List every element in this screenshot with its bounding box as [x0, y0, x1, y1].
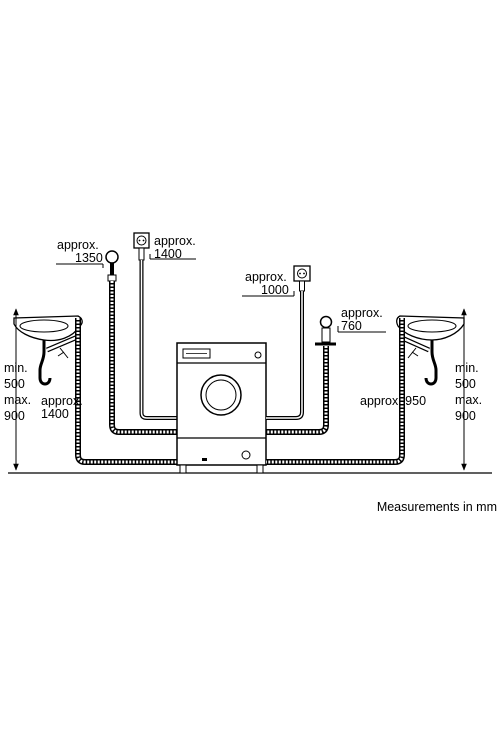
- tap-label-2: 1400: [154, 247, 182, 261]
- drain-left-label-1: approx.: [57, 238, 99, 252]
- sink-left-height-dimension: min. 500 max. 900: [4, 308, 31, 471]
- sink-left-icon: [13, 315, 83, 386]
- sink-left-min-label: min.: [4, 361, 28, 375]
- left-drain-leader: [56, 263, 104, 268]
- sink-right-min-value: 500: [455, 377, 476, 391]
- left-hose-label-1: approx.: [41, 394, 83, 408]
- water-tap-icon: [133, 232, 150, 261]
- tap-leader: [149, 254, 196, 260]
- right-drain-siphon-icon: [315, 315, 336, 346]
- power-cable: [266, 291, 304, 420]
- sink-left-max-value: 900: [4, 409, 25, 423]
- sink-right-min-label: min.: [455, 361, 479, 375]
- inlet-hose: [139, 260, 180, 420]
- drain-left-label-2: 1350: [75, 251, 103, 265]
- sink-right-max-value: 900: [455, 409, 476, 423]
- sink-right-height-dimension: min. 500 max. 900: [455, 308, 482, 471]
- washing-machine-icon: [176, 342, 267, 474]
- right-drain-leader: [337, 326, 386, 333]
- measurements-note: Measurements in mm: [377, 500, 497, 514]
- sink-left-max-label: max.: [4, 393, 31, 407]
- left-hose-label-2: 1400: [41, 407, 69, 421]
- right-drain-hose: [266, 346, 329, 435]
- sink-left-min-value: 500: [4, 377, 25, 391]
- socket-label-1: approx.: [245, 270, 287, 284]
- left-outer-drain-hose: [75, 318, 180, 465]
- socket-label-2: 1000: [261, 283, 289, 297]
- right-outer-drain-hose: [266, 318, 405, 465]
- right-hose-label: approx. 950: [360, 394, 426, 408]
- drain-right-label-2: 760: [341, 319, 362, 333]
- sink-right-max-label: max.: [455, 393, 482, 407]
- left-drain-hose: [109, 281, 180, 435]
- drain-right-label-1: approx.: [341, 306, 383, 320]
- left-drain-siphon-icon: [105, 250, 119, 282]
- socket-leader: [242, 291, 295, 297]
- tap-label-1: approx.: [154, 234, 196, 248]
- sink-right-icon: [396, 315, 465, 386]
- power-socket-icon: [293, 265, 311, 292]
